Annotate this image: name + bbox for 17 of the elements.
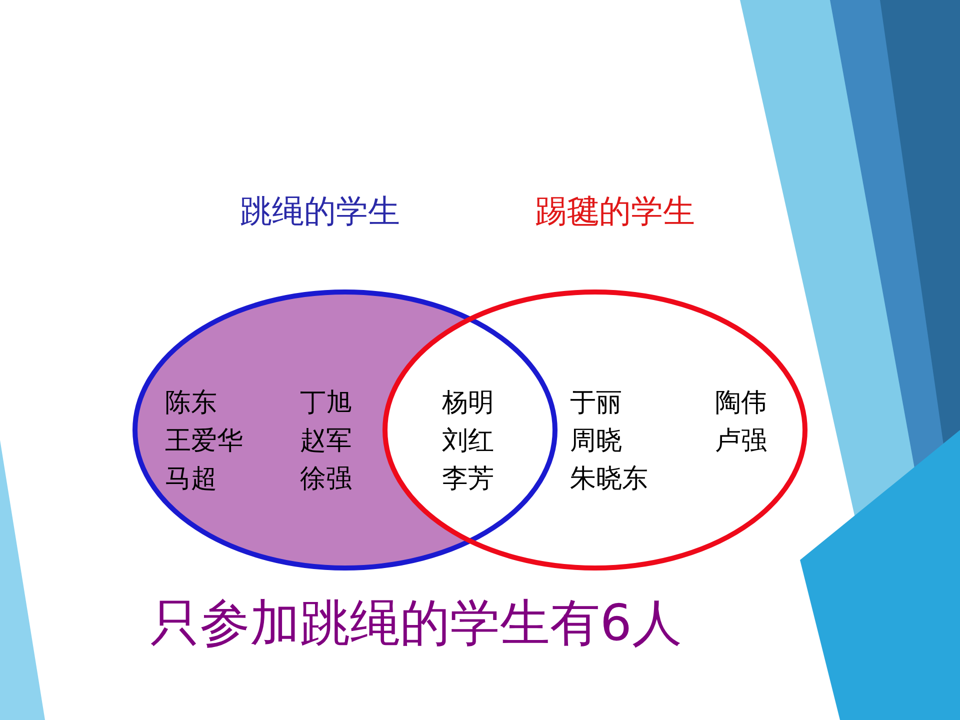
student-name: 丁旭 xyxy=(300,387,352,420)
set-heading: 踢毽的学生 xyxy=(535,191,695,232)
caption: 只参加跳绳的学生有6人 xyxy=(150,593,682,654)
student-name: 杨明 xyxy=(442,387,494,420)
student-name: 周晓 xyxy=(570,425,622,458)
set-heading: 跳绳的学生 xyxy=(240,191,400,232)
student-name: 李芳 xyxy=(442,463,494,496)
student-name: 陈东 xyxy=(165,387,217,420)
student-name: 王爱华 xyxy=(165,425,243,458)
student-name: 陶伟 xyxy=(715,387,767,420)
student-name: 于丽 xyxy=(570,387,622,420)
student-name: 朱晓东 xyxy=(570,463,648,496)
student-name: 刘红 xyxy=(442,425,494,458)
student-name: 卢强 xyxy=(715,425,767,458)
student-name: 马超 xyxy=(165,463,217,496)
student-name: 徐强 xyxy=(300,463,352,496)
student-name: 赵军 xyxy=(300,425,352,458)
